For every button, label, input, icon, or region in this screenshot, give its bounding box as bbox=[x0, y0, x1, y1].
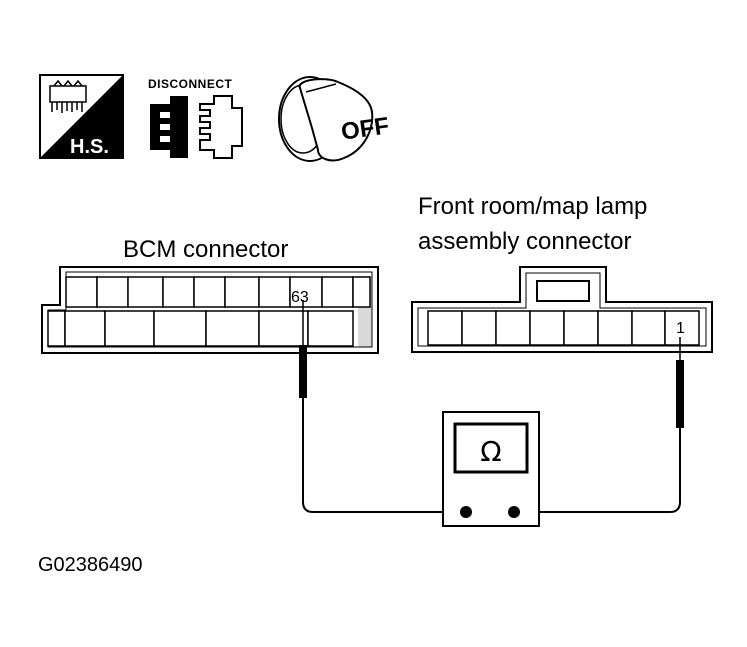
ignition-off-icon: OFF bbox=[278, 76, 391, 162]
ohm-symbol: Ω bbox=[480, 435, 501, 468]
bcm-pin-63: 63 bbox=[291, 289, 309, 306]
figure-id: G02386490 bbox=[38, 554, 143, 576]
lamp-connector: 1 bbox=[411, 266, 713, 353]
harness-side-label: H.S. bbox=[70, 136, 109, 158]
ohmmeter: Ω bbox=[442, 411, 540, 527]
lamp-connector-label-line2: assembly connector bbox=[418, 228, 631, 255]
meter-terminal-right bbox=[508, 506, 520, 518]
bcm-connector: 63 bbox=[41, 266, 379, 354]
meter-terminal-left bbox=[460, 506, 472, 518]
disconnect-icon: DISCONNECT bbox=[148, 77, 243, 159]
bcm-connector-label: BCM connector bbox=[123, 236, 288, 263]
probe-leads bbox=[299, 300, 684, 513]
disconnect-label: DISCONNECT bbox=[148, 77, 233, 91]
harness-side-icon: H.S. bbox=[39, 74, 124, 159]
lamp-connector-label-line1: Front room/map lamp bbox=[418, 193, 647, 220]
lamp-pin-1: 1 bbox=[676, 320, 685, 337]
ignition-off-label: OFF bbox=[339, 112, 390, 145]
